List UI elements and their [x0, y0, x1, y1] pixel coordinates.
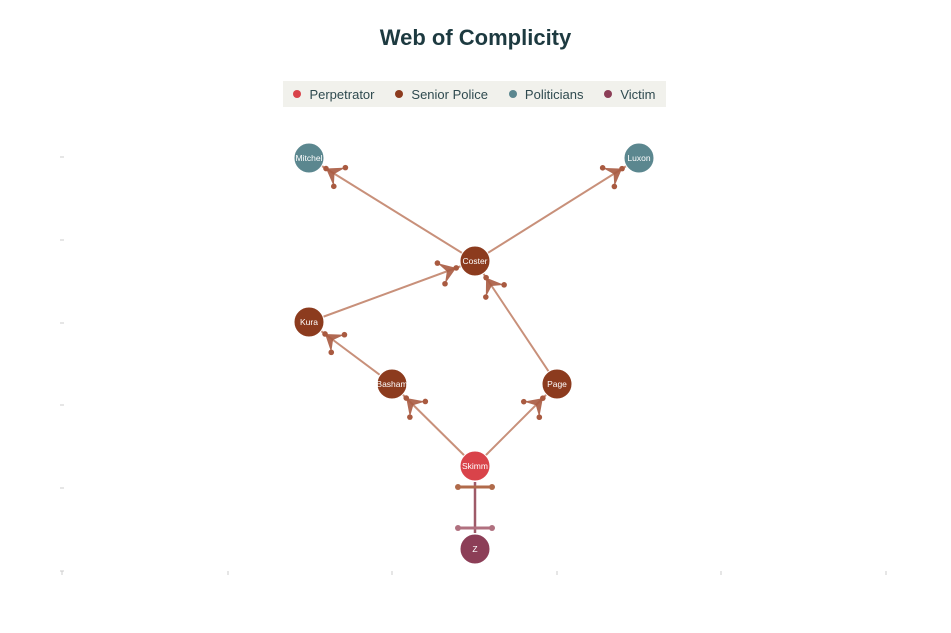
arrow-dot: [323, 165, 329, 172]
arrowhead: [325, 167, 346, 187]
node-skimm[interactable]: [459, 450, 491, 482]
node-label: Kura: [300, 317, 318, 327]
edge: [308, 321, 393, 385]
chart-title: Web of Complicity: [379, 25, 572, 50]
legend-item-politicians[interactable]: Politicians: [508, 86, 584, 102]
node-label: Coster: [462, 256, 487, 266]
legend-item-senior-police[interactable]: Senior Police: [395, 87, 488, 102]
arrow-dot: [322, 331, 328, 337]
arrow-dot: [330, 183, 337, 190]
legend-marker: [604, 90, 613, 98]
arrowhead: [523, 398, 543, 418]
edge: [308, 157, 476, 262]
node-label: Mitchel: [296, 153, 323, 163]
arrow-dot: [483, 294, 489, 300]
node-label: Luxon: [627, 153, 650, 163]
arrowhead: [437, 263, 457, 284]
arrow-dot: [422, 398, 429, 405]
legend-item-victim[interactable]: Victim: [604, 86, 656, 102]
node-basham[interactable]: [376, 368, 408, 400]
arrow-dot: [328, 349, 335, 356]
arrow-dot: [341, 331, 348, 338]
edge-cap-dot: [489, 525, 495, 531]
legend: Perpetrator Senior Police Politicians Vi…: [283, 81, 666, 107]
arrow-dot: [434, 260, 441, 266]
node-luxon[interactable]: [623, 142, 655, 174]
node-kura[interactable]: [293, 306, 325, 338]
edge-cap-dot: [489, 484, 495, 490]
edge-cap-dot: [455, 484, 461, 490]
node-label: Skimm: [462, 461, 488, 471]
legend-label: Politicians: [524, 86, 584, 102]
node-label: Z: [472, 544, 477, 554]
node-label: Basham: [376, 379, 407, 389]
arrow-dot: [540, 395, 546, 401]
arrow-dot: [501, 282, 507, 288]
arrowhead: [406, 398, 426, 418]
legend-marker: [395, 90, 404, 98]
legend-label: Perpetrator: [309, 86, 375, 102]
edge: [474, 157, 640, 262]
arrowhead: [485, 277, 505, 298]
node-label: Page: [547, 379, 567, 389]
arrow-dot: [599, 165, 606, 171]
arrow-dot: [536, 414, 543, 421]
legend-label: Senior Police: [411, 86, 489, 102]
node-mitchel[interactable]: [293, 142, 325, 174]
legend-marker: [293, 90, 302, 98]
edge-cap-dot: [455, 525, 461, 531]
arrow-dot: [342, 164, 349, 171]
arrowhead: [602, 167, 623, 187]
arrow-dot: [453, 265, 460, 271]
arrow-dot: [442, 280, 448, 287]
arrow-dot: [483, 274, 489, 281]
node-z[interactable]: [459, 533, 491, 565]
arrow-dot: [520, 398, 527, 405]
legend-label: Victim: [620, 86, 656, 102]
arrow-dot: [619, 165, 625, 172]
arrowhead: [325, 333, 345, 353]
legend-item-perpetrator[interactable]: Perpetrator: [293, 86, 375, 102]
node-coster[interactable]: [459, 245, 491, 277]
node-page[interactable]: [541, 368, 573, 400]
arrow-dot: [611, 183, 618, 190]
arrow-dot: [403, 395, 410, 401]
arrow-dot: [407, 414, 413, 420]
legend-marker: [508, 90, 517, 98]
